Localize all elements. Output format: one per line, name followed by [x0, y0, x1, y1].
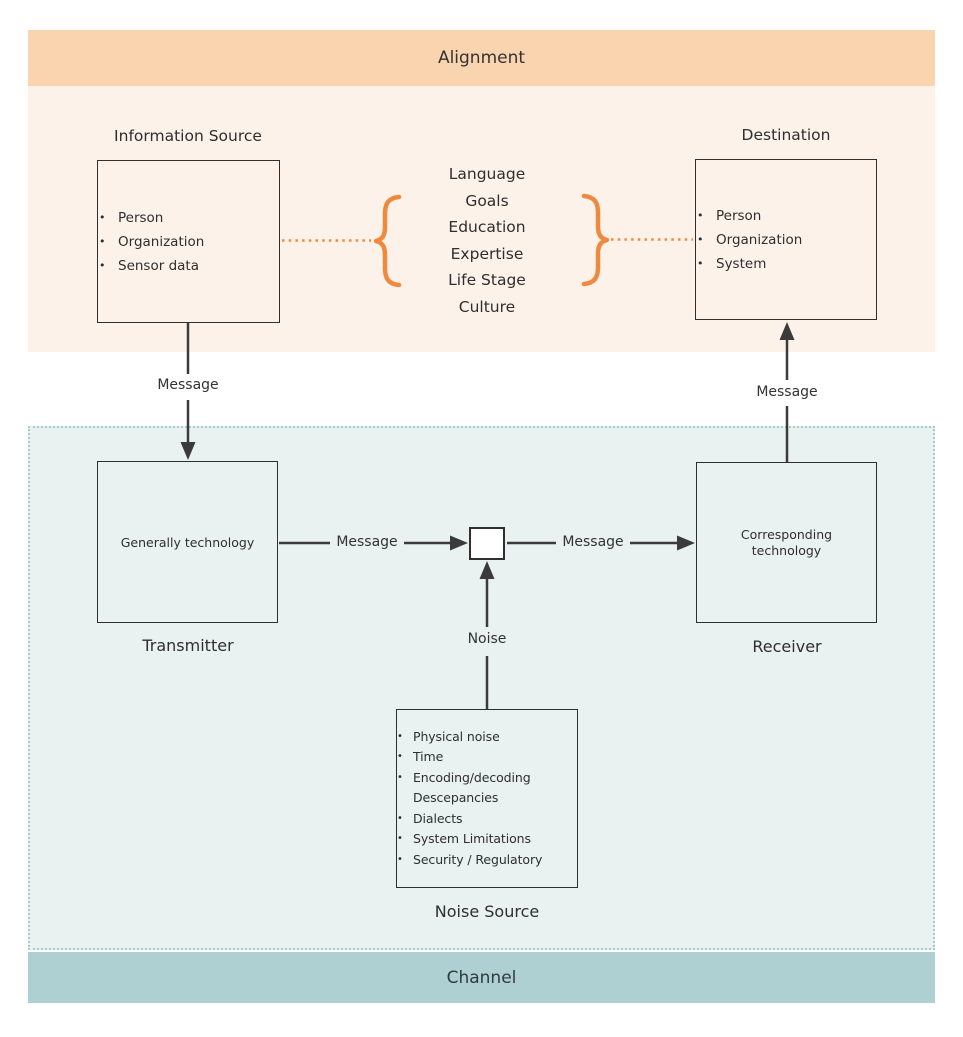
list-item: Physical noise — [397, 727, 577, 748]
list-item: Person — [696, 204, 802, 228]
factor-item: Culture — [458, 297, 516, 316]
list-item: Organization — [98, 230, 204, 254]
information-source-box: Person Organization Sensor data — [97, 160, 280, 323]
list-item: Time — [397, 747, 577, 768]
list-item: System — [696, 252, 802, 276]
noise-source-box: Physical noise Time Encoding/decoding De… — [396, 709, 578, 888]
list-item: Sensor data — [98, 254, 204, 278]
list-item: Organization — [696, 228, 802, 252]
message-label-receiver-to-destination: Message — [756, 384, 818, 400]
noise-label: Noise — [467, 631, 507, 647]
alignment-banner: Alignment — [28, 30, 935, 86]
channel-banner: Channel — [28, 952, 935, 1003]
destination-title: Destination — [741, 126, 831, 144]
alignment-banner-label: Alignment — [437, 48, 526, 68]
destination-list: Person Organization System — [696, 204, 802, 276]
message-label-source-to-transmitter: Message — [157, 377, 219, 393]
factor-item: Life Stage — [448, 271, 526, 289]
transmitter-box: Generally technology — [97, 461, 278, 623]
list-item: Encoding/decoding Descepancies — [397, 768, 577, 809]
message-label-transmitter-to-square: Message — [336, 534, 398, 550]
noise-source-list: Physical noise Time Encoding/decoding De… — [397, 727, 577, 871]
information-source-list: Person Organization Sensor data — [98, 206, 204, 278]
factor-item: Expertise — [450, 244, 524, 263]
receiver-content: Corresponding technology — [740, 526, 833, 558]
factor-item: Goals — [465, 191, 509, 210]
destination-box: Person Organization System — [695, 159, 877, 320]
list-item: Person — [98, 206, 204, 230]
alignment-factors-list: Language Goals Education Expertise Life … — [387, 161, 587, 320]
list-item: System Limitations — [397, 829, 577, 850]
information-source-title: Information Source — [114, 127, 262, 145]
receiver-box: Corresponding technology — [696, 462, 877, 623]
list-item: Dialects — [397, 809, 577, 830]
transmitter-title: Transmitter — [142, 636, 234, 655]
channel-banner-label: Channel — [446, 967, 517, 988]
factor-item: Education — [448, 218, 526, 236]
list-item: Security / Regulatory — [397, 850, 577, 871]
noise-source-title: Noise Source — [434, 902, 540, 921]
noise-mixing-square — [469, 527, 505, 560]
transmitter-content: Generally technology — [120, 534, 255, 550]
factor-item: Language — [448, 165, 526, 183]
message-label-square-to-receiver: Message — [562, 534, 624, 550]
receiver-title: Receiver — [752, 637, 822, 656]
